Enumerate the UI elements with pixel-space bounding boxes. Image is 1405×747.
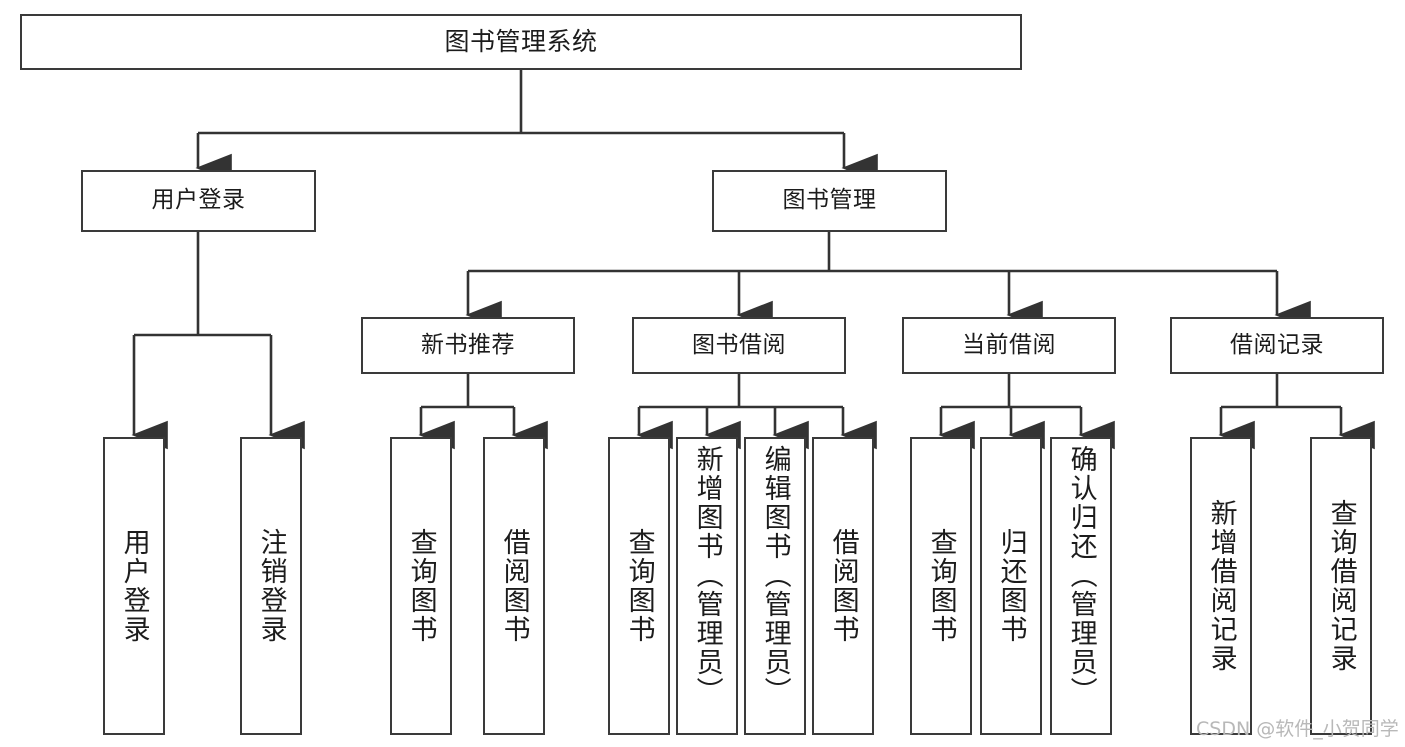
leaf-search-book-current[interactable]: 查询图书 [910,437,972,735]
node-label: 注销登录 [255,528,287,644]
leaf-search-borrow-record[interactable]: 查询借阅记录 [1310,437,1372,735]
node-label: 查询图书 [925,528,957,644]
node-label: 借阅图书 [498,528,530,644]
leaf-return-book[interactable]: 归还图书 [980,437,1042,735]
node-book-borrow[interactable]: 图书借阅 [632,317,846,374]
node-label: 借阅记录 [1230,331,1324,358]
leaf-add-book-admin[interactable]: 新增图书（管理员） [676,437,738,735]
leaf-edit-book-admin[interactable]: 编辑图书（管理员） [744,437,806,735]
leaf-user-login[interactable]: 用户登录 [103,437,165,735]
node-user-login[interactable]: 用户登录 [81,170,316,232]
node-label: 新书推荐 [421,331,515,358]
node-label: 用户登录 [151,187,246,214]
node-label: 当前借阅 [962,331,1056,358]
leaf-add-borrow-record[interactable]: 新增借阅记录 [1190,437,1252,735]
node-label: 查询图书 [623,528,655,644]
node-label: 新增借阅记录 [1205,499,1237,673]
node-label: 查询图书 [405,528,437,644]
node-borrow-record[interactable]: 借阅记录 [1170,317,1384,374]
node-book-management[interactable]: 图书管理 [712,170,947,232]
node-label: 借阅图书 [827,528,859,644]
node-root-book-management-system[interactable]: 图书管理系统 [20,14,1022,70]
leaf-borrow-book[interactable]: 借阅图书 [812,437,874,735]
node-label: 确认归还（管理员） [1065,445,1097,706]
node-label: 用户登录 [118,528,150,644]
node-label: 新增图书（管理员） [691,445,723,706]
node-label: 图书借阅 [692,331,786,358]
leaf-confirm-return-admin[interactable]: 确认归还（管理员） [1050,437,1112,735]
node-label: 归还图书 [995,528,1027,644]
leaf-user-logout[interactable]: 注销登录 [240,437,302,735]
leaf-borrow-book-recommend[interactable]: 借阅图书 [483,437,545,735]
leaf-search-book-borrow[interactable]: 查询图书 [608,437,670,735]
node-label: 查询借阅记录 [1325,499,1357,673]
node-label: 图书管理系统 [444,27,598,57]
leaf-search-book-recommend[interactable]: 查询图书 [390,437,452,735]
node-label: 图书管理 [782,187,877,214]
node-label: 编辑图书（管理员） [759,445,791,706]
node-current-borrow[interactable]: 当前借阅 [902,317,1116,374]
node-new-book-recommend[interactable]: 新书推荐 [361,317,575,374]
watermark-text: CSDN @软件_小贺同学 [1196,718,1399,740]
